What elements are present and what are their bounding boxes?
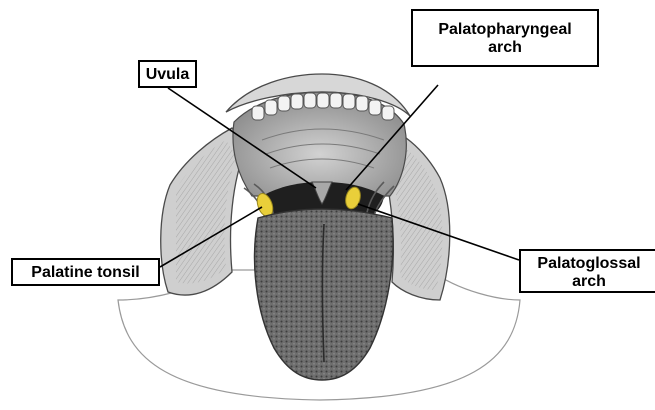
label-palatopharyngeal-arch: Palatopharyngeal arch (411, 9, 599, 67)
label-uvula: Uvula (138, 60, 197, 88)
label-palatine-tonsil: Palatine tonsil (11, 258, 160, 286)
label-palatine-tonsil-text: Palatine tonsil (13, 264, 158, 282)
label-uvula-text: Uvula (140, 66, 195, 84)
label-palatoglossal-arch-line1: Palatoglossal (521, 255, 655, 273)
label-palatopharyngeal-arch-line1: Palatopharyngeal (413, 21, 597, 39)
label-palatoglossal-arch: Palatoglossal arch (519, 249, 655, 293)
label-palatopharyngeal-arch-line2: arch (413, 39, 597, 57)
label-palatoglossal-arch-line2: arch (521, 273, 655, 291)
